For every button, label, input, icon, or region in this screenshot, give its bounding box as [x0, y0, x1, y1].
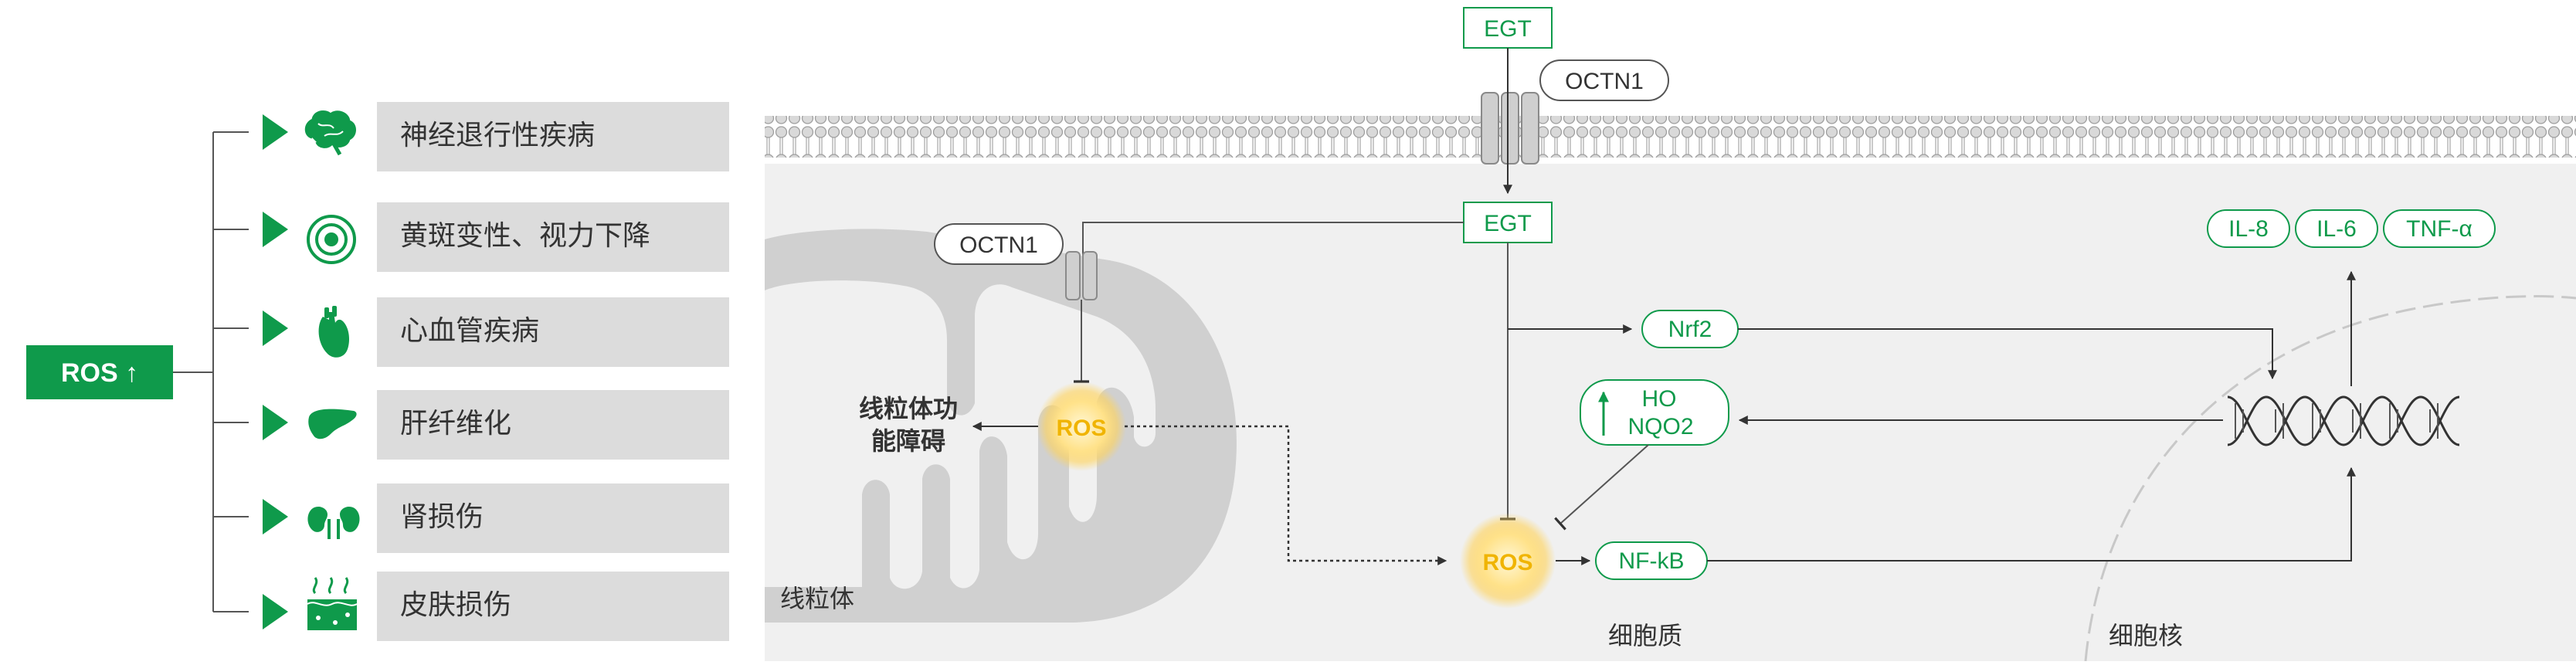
- disease-box: [377, 572, 729, 641]
- il6-pill: [2295, 209, 2378, 248]
- ros-mito-glow: [1037, 382, 1126, 471]
- disease-label: 肾损伤: [400, 500, 484, 532]
- octn1-mito-channel: [1065, 251, 1098, 300]
- disease-box: [377, 390, 729, 460]
- disease-label: 黄斑变性、视力下降: [400, 219, 650, 251]
- liver-icon: [308, 409, 357, 439]
- ho-to-ros-inhibition: [1554, 444, 1649, 531]
- mito-dysfunction-line1: 线粒体功: [859, 395, 958, 422]
- disease-row-kidney: 肾损伤: [263, 483, 729, 553]
- cell-diagram: 线粒体 EGT OCTN1 EGT OCTN1: [765, 7, 2576, 662]
- octn1-membrane-pill: [1539, 59, 1669, 101]
- egt-outside-box: [1463, 7, 1553, 49]
- octn1-membrane-label: OCTN1: [1565, 69, 1644, 94]
- tnf-pill: [2383, 209, 2496, 248]
- nucleus-membrane: [2084, 295, 2576, 662]
- nqo2-label: NQO2: [1627, 414, 1693, 439]
- nrf2-label: Nrf2: [1668, 317, 1712, 342]
- ros-leak-dotted: [1125, 425, 1448, 565]
- disease-label: 心血管疾病: [400, 314, 539, 346]
- triangle-marker: [263, 405, 288, 440]
- triangle-marker: [263, 212, 288, 247]
- ros-mito-label: ROS: [1056, 416, 1106, 441]
- disease-box: [377, 102, 729, 171]
- disease-row-eye: 黄斑变性、视力下降: [263, 202, 729, 272]
- egt-to-mito-line: [1082, 222, 1464, 255]
- cytoplasm-label: 细胞质: [1608, 622, 1682, 650]
- kidney-icon: [307, 507, 360, 539]
- heart-icon: [318, 306, 349, 358]
- egt-outside-label: EGT: [1484, 16, 1532, 42]
- disease-box: [377, 483, 729, 553]
- mitochondrion-label: 线粒体: [780, 585, 854, 612]
- mito-dysfunction-line2: 能障碍: [871, 427, 945, 455]
- disease-row-neuro: 神经退行性疾病: [263, 102, 729, 171]
- nrf2-to-dna-arrow: [1738, 328, 2277, 380]
- triangle-marker: [263, 114, 288, 150]
- ros-cyto-glow: [1460, 513, 1556, 609]
- il8-label: IL-8: [2228, 216, 2269, 242]
- nfkb-label: NF-kB: [1619, 548, 1685, 574]
- tnf-label: TNF-α: [2406, 216, 2472, 242]
- il6-label: IL-6: [2316, 216, 2357, 242]
- disease-label: 肝纤维化: [400, 407, 511, 439]
- octn1-mito-label: OCTN1: [959, 232, 1038, 258]
- ros-box-label: ROS ↑: [61, 358, 138, 388]
- eye-icon: [307, 215, 356, 264]
- triangle-marker: [263, 499, 288, 534]
- ros-cyto-label: ROS: [1482, 550, 1532, 575]
- disease-label: 皮肤损伤: [400, 589, 511, 620]
- disease-row-liver: 肝纤维化: [263, 390, 729, 460]
- disease-row-heart: 心血管疾病: [263, 297, 729, 367]
- nucleus-label: 细胞核: [2109, 622, 2183, 650]
- disease-box: [377, 202, 729, 272]
- disease-row-skin: 皮肤损伤: [263, 572, 729, 641]
- disease-panel: ROS ↑ 神经退行性疾病: [26, 102, 729, 641]
- triangle-marker: [263, 310, 288, 346]
- disease-label: 神经退行性疾病: [400, 119, 595, 151]
- octn1-mito-pill: [934, 223, 1064, 265]
- nfkb-to-dna-arrow: [1707, 467, 2356, 562]
- disease-box: [377, 297, 729, 367]
- ho-nqo2-pill: [1580, 379, 1729, 446]
- ros-box: [26, 345, 173, 399]
- ho-label: HO: [1642, 386, 1677, 412]
- il8-pill: [2207, 209, 2290, 248]
- egt-inside-box: [1463, 202, 1553, 243]
- bracket: [173, 131, 249, 612]
- cell-membrane: [765, 116, 2576, 158]
- egt-inside-label: EGT: [1484, 211, 1532, 236]
- octn1-membrane-channel: [1481, 92, 1539, 165]
- brain-icon: [304, 110, 356, 156]
- triangle-marker: [263, 594, 288, 629]
- skin-icon: [307, 577, 358, 630]
- dna-helix: [2227, 395, 2460, 446]
